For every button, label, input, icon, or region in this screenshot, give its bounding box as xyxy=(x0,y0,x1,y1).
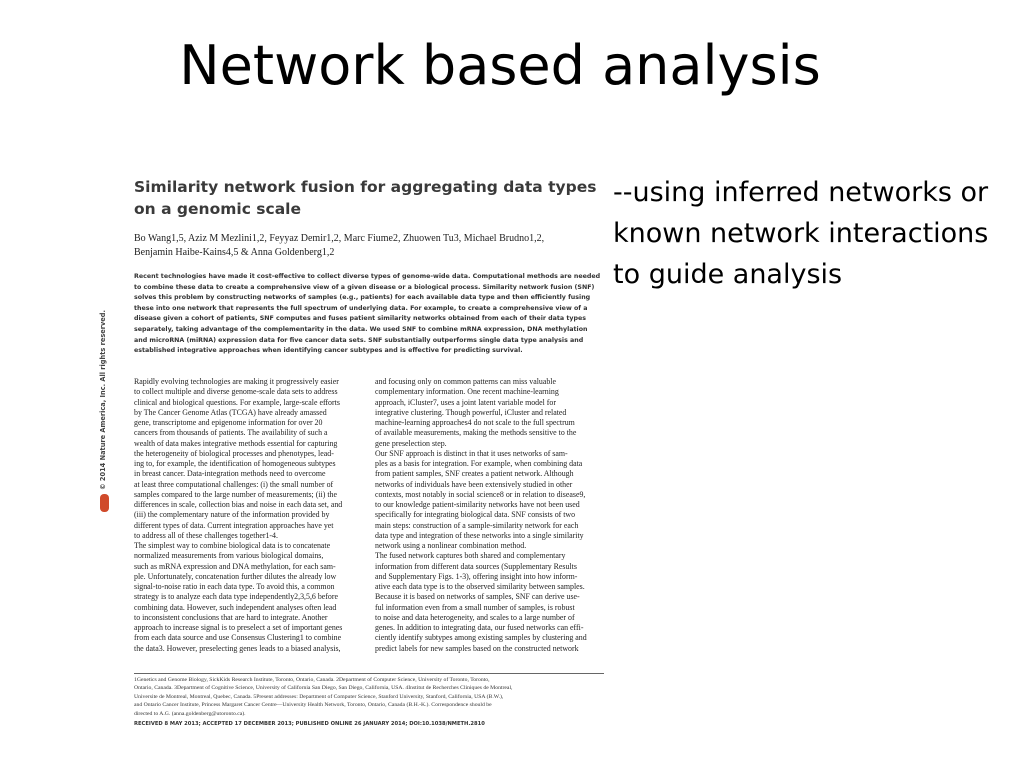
body-line: The fused network captures both shared a… xyxy=(375,551,566,561)
footnote-line: Universite de Montreal, Montreal, Quebec… xyxy=(134,693,504,700)
body-line: of available measurements, making the me… xyxy=(375,428,577,438)
paper-image: Similarity network fusion for aggregatin… xyxy=(98,172,610,742)
side-text-line: to guide analysis xyxy=(613,259,843,290)
body-line: to noise and data heterogeneity, and sca… xyxy=(375,612,575,622)
body-line: samples compared to the large number of … xyxy=(134,489,337,499)
body-line: integrative clustering. Though powerful,… xyxy=(375,407,567,417)
body-line: and Supplementary Figs. 1-3), offering i… xyxy=(375,571,578,581)
received-dates: RECEIVED 8 MAY 2013; ACCEPTED 17 DECEMBE… xyxy=(134,721,485,727)
body-line: specifically for integrating biological … xyxy=(375,510,576,520)
body-line: from patient samples, SNF creates a pati… xyxy=(375,469,574,479)
paper-title-line: Similarity network fusion for aggregatin… xyxy=(134,178,597,196)
body-line: ples as a basis for integration. For exa… xyxy=(375,459,583,468)
body-line: approach, iCluster7, uses a joint latent… xyxy=(375,397,556,407)
body-line: the data3. However, preselecting genes l… xyxy=(134,643,341,653)
body-line: ing to, for example, the identification … xyxy=(134,459,336,468)
slide-title: Network based analysis xyxy=(179,34,821,97)
footnote-line: Ontario, Canada. 3Department of Cognitiv… xyxy=(134,685,513,692)
body-line: by The Cancer Genome Atlas (TCGA) have a… xyxy=(134,407,327,417)
footnote-divider xyxy=(134,673,604,674)
paper-body-left-column: Rapidly evolving technologies are making… xyxy=(134,377,366,654)
body-line: differences in scale, collection bias an… xyxy=(134,500,343,509)
body-line: combining data. However, such independen… xyxy=(134,602,337,612)
paper-title: Similarity network fusion for aggregatin… xyxy=(134,176,597,220)
body-line: from each data source and use Consensus … xyxy=(134,633,342,643)
body-line: gene preselection step. xyxy=(375,438,447,448)
body-line: main steps: construction of a sample-sim… xyxy=(375,520,579,530)
body-line: to inconsistent conclusions that are har… xyxy=(134,612,328,622)
abstract-line: to combine these data to create a compre… xyxy=(134,283,595,291)
side-text-line: known network interactions xyxy=(613,218,989,249)
body-line: ciently identify subtypes among existing… xyxy=(375,633,587,643)
body-line: networks of individuals have been extens… xyxy=(375,479,573,489)
footnote-line: 1Genetics and Genome Biology, SickKids R… xyxy=(134,677,490,683)
abstract-line: established integrative approaches when … xyxy=(134,347,523,355)
body-line: the heterogeneity of biological processe… xyxy=(134,448,334,458)
body-line: to collect multiple and diverse genome-s… xyxy=(134,387,338,397)
footnote-line: directed to A.G. (anna.goldenberg@utoron… xyxy=(134,710,246,717)
author-line: Benjamin Haibe-Kains4,5 & Anna Goldenber… xyxy=(134,247,335,258)
body-line: predict labels for new samples based on … xyxy=(375,643,579,653)
paper-body-right-column: and focusing only on common patterns can… xyxy=(375,377,607,654)
body-line: to address all of these challenges toget… xyxy=(134,530,278,540)
body-line: strategy is to analyze each data type in… xyxy=(134,592,338,602)
body-line: ful information even from a small number… xyxy=(375,602,575,612)
body-line: different types of data. Current integra… xyxy=(134,520,334,530)
body-line: such as mRNA expression and DNA methylat… xyxy=(134,561,336,571)
body-line: cancers from thousands of patients. The … xyxy=(134,428,328,438)
body-line: clinical and biological questions. For e… xyxy=(134,397,340,407)
body-line: signal-to-noise ratio in each data type.… xyxy=(134,582,335,591)
body-line: network using a nonlinear combination me… xyxy=(375,541,527,550)
abstract-line: and microRNA (miRNA) expression data for… xyxy=(134,336,584,344)
body-line: information from different data sources … xyxy=(375,561,577,571)
abstract-line: Recent technologies have made it cost-ef… xyxy=(134,273,601,280)
paper-abstract: Recent technologies have made it cost-ef… xyxy=(134,272,604,357)
body-line: Our SNF approach is distinct in that it … xyxy=(375,448,568,458)
body-line: genes. In addition to integrating data, … xyxy=(375,623,584,632)
side-text-line: --using inferred networks or xyxy=(613,177,989,208)
abstract-line: solves this problem by constructing netw… xyxy=(134,294,591,302)
body-line: contexts, most notably in social science… xyxy=(375,489,586,499)
body-line: Because it is based on networks of sampl… xyxy=(375,592,580,602)
abstract-line: these into one network that represents t… xyxy=(134,304,588,312)
body-line: gene, transcriptome and epigenome inform… xyxy=(134,418,323,427)
author-line: Bo Wang1,5, Aziz M Mezlini1,2, Feyyaz De… xyxy=(134,233,545,244)
paper-affiliations: 1Genetics and Genome Biology, SickKids R… xyxy=(134,676,604,718)
body-line: ative each data type is to the observed … xyxy=(375,582,585,591)
body-line: at least three computational challenges:… xyxy=(134,479,334,489)
body-line: to our knowledge patient-similarity netw… xyxy=(375,500,580,509)
paper-authors: Bo Wang1,5, Aziz M Mezlini1,2, Feyyaz De… xyxy=(134,232,604,260)
body-line: normalized measurements from various bio… xyxy=(134,551,324,561)
footnote-line: and Ontario Cancer Institute, Princess M… xyxy=(134,702,492,709)
body-line: (iii) the complementary nature of the in… xyxy=(134,510,330,520)
slide-side-text: --using inferred networks or known netwo… xyxy=(613,172,1013,295)
body-line: approach to increase signal is to presel… xyxy=(134,623,343,632)
body-line: data type and integration of these netwo… xyxy=(375,530,584,540)
abstract-line: disease given a cohort of patients, SNF … xyxy=(134,315,587,323)
body-line: and focusing only on common patterns can… xyxy=(375,377,557,386)
body-line: complementary information. One recent ma… xyxy=(375,387,559,397)
body-line: in breast cancer. Data-integration metho… xyxy=(134,469,326,479)
body-line: The simplest way to combine biological d… xyxy=(134,541,331,550)
npg-logo-icon xyxy=(100,494,109,512)
body-line: machine-learning approaches4 do not scal… xyxy=(375,418,575,427)
abstract-line: separately, taking advantage of the comp… xyxy=(134,325,588,333)
paper-title-line: on a genomic scale xyxy=(134,200,301,218)
body-line: wealth of data makes integrative methods… xyxy=(134,438,338,448)
body-line: Rapidly evolving technologies are making… xyxy=(134,377,339,386)
body-line: ple. Unfortunately, concatenation furthe… xyxy=(134,571,337,581)
